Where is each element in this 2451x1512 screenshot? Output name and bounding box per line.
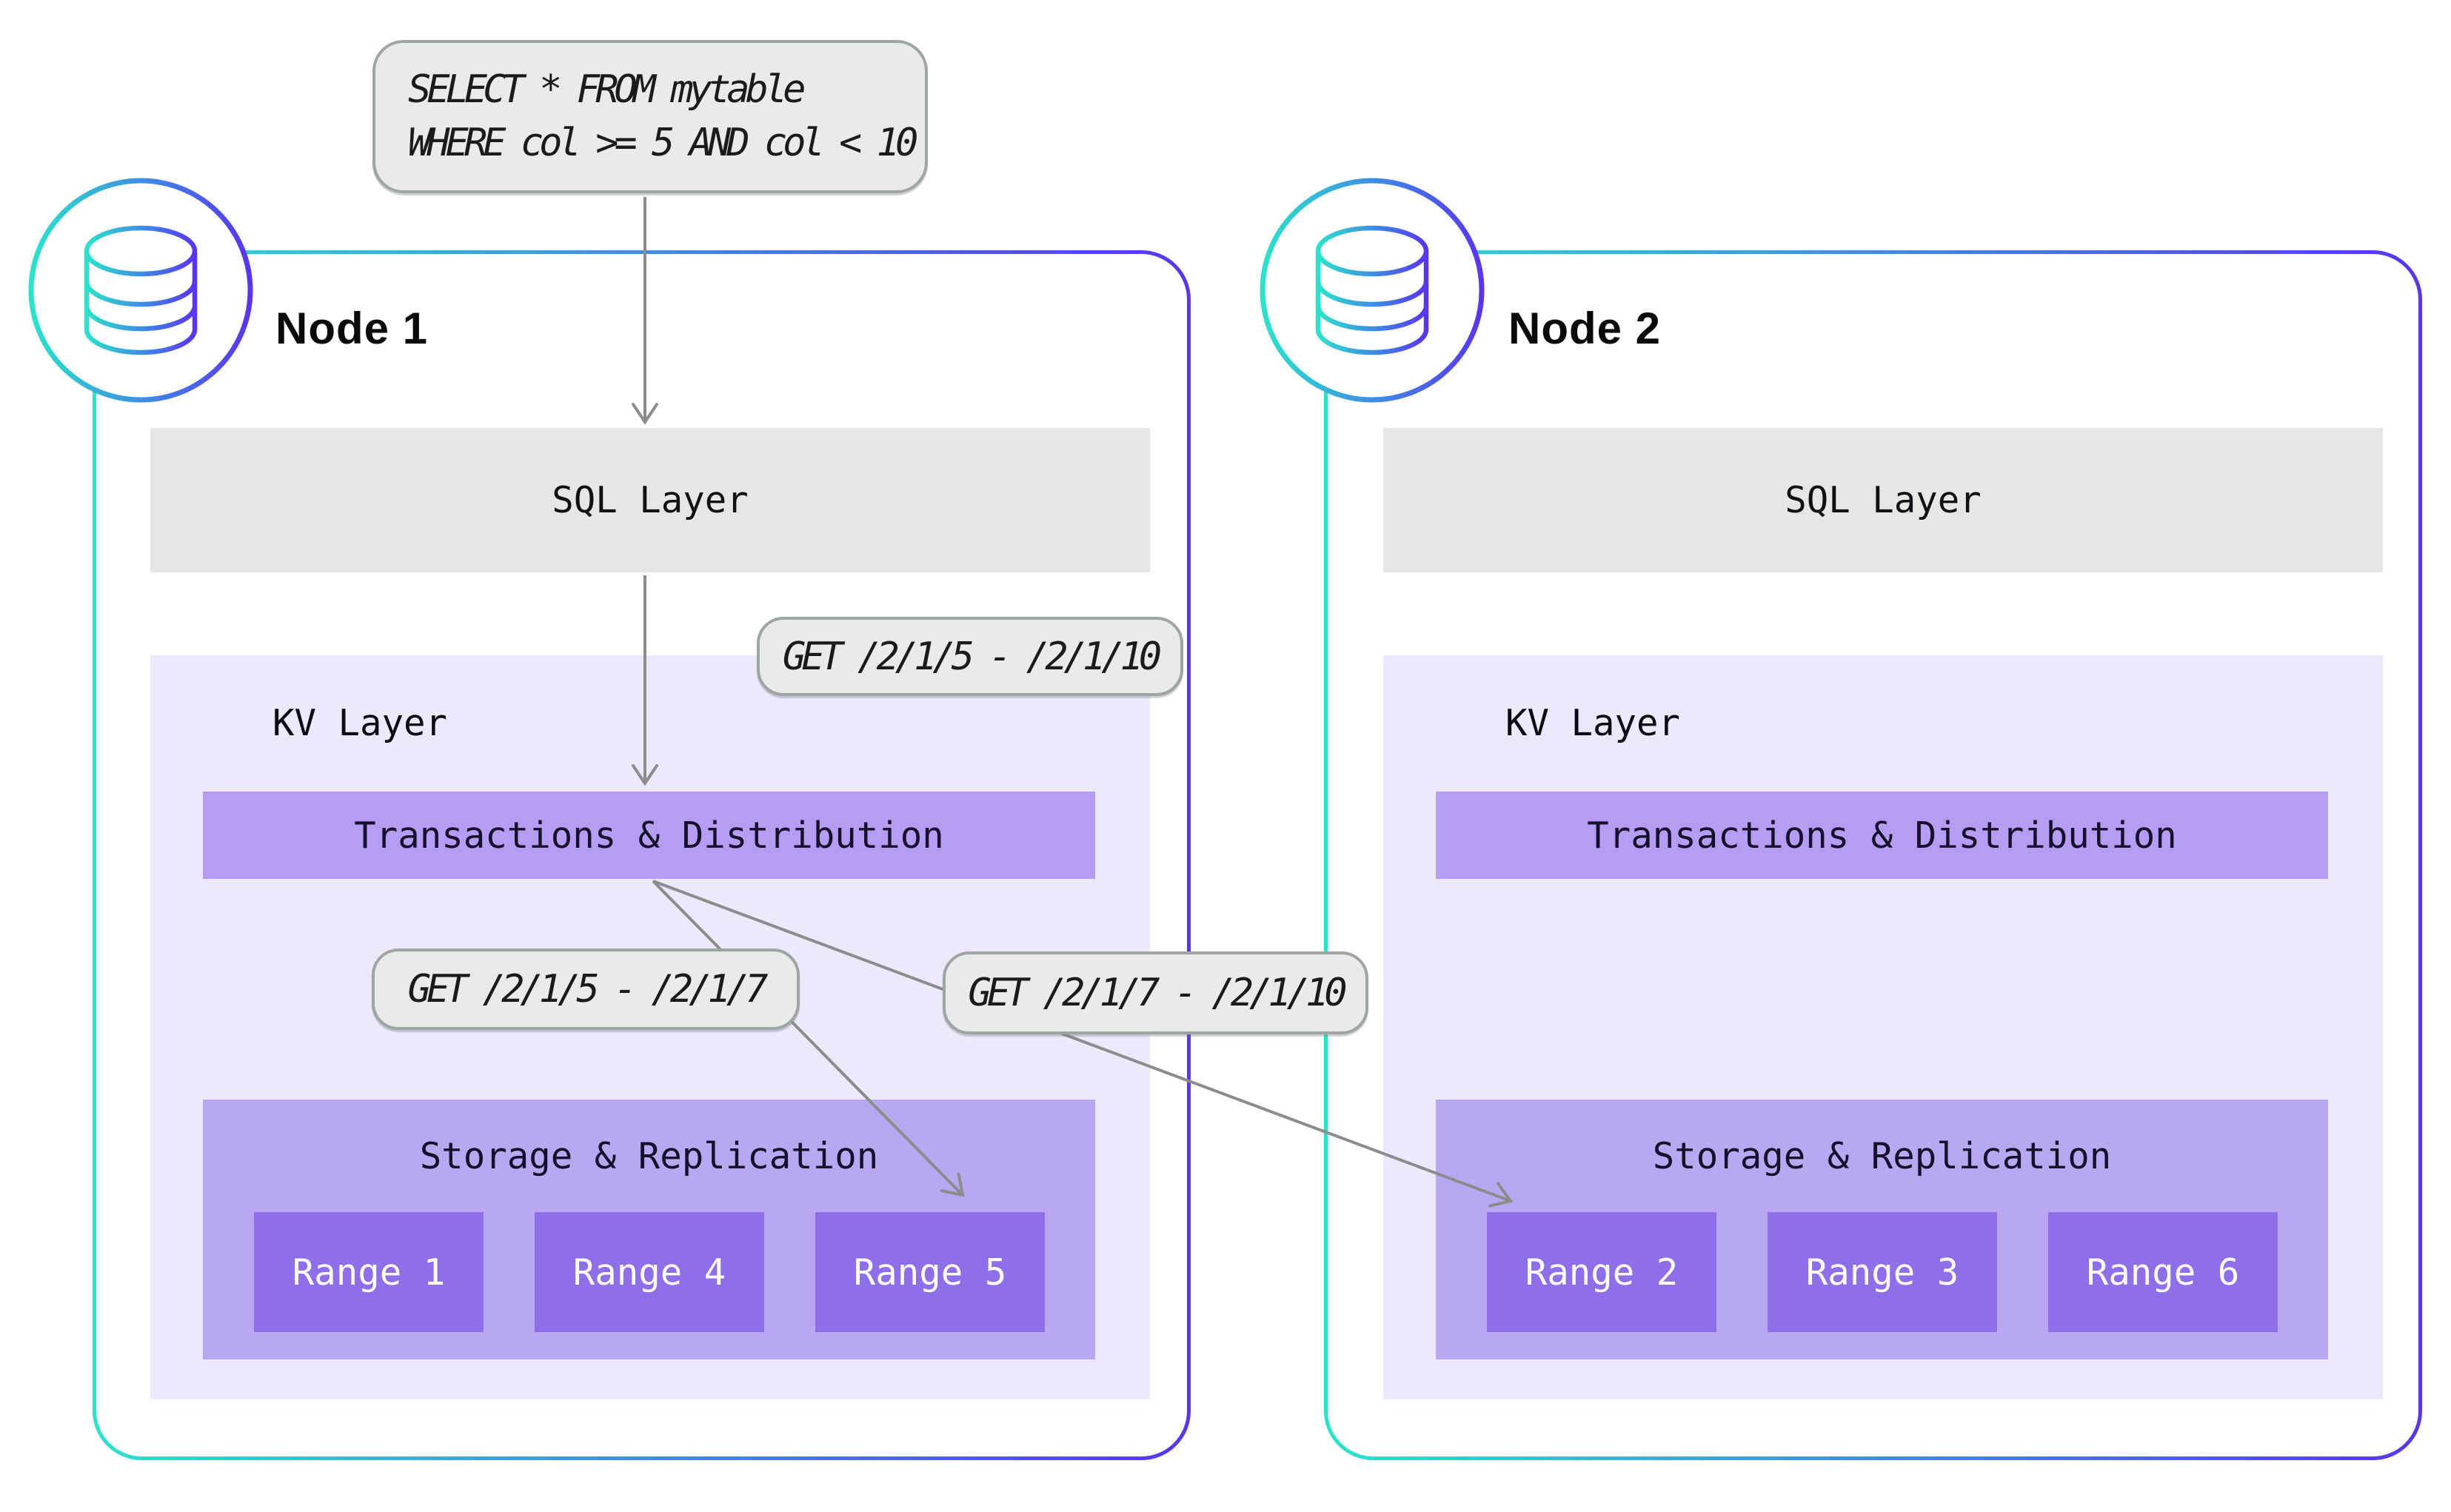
node2-range-3: Range 3 [1768,1212,1997,1332]
sql-query-callout: SELECT * FROM mytable WHERE col >= 5 AND… [372,40,928,193]
node1-storage-replication-box: Storage & Replication Range 1 Range 4 Ra… [203,1100,1095,1359]
node1-kv-layer-label: KV Layer [272,702,448,744]
node2-title: Node 2 [1508,304,1662,353]
get-left-split-callout: GET /2/1/5 - /2/1/7 [372,949,800,1030]
node2-sql-layer-box: SQL Layer [1383,428,2383,572]
sql-query-line2: WHERE col >= 5 AND col < 10 [408,120,918,165]
get-full-range-callout: GET /2/1/5 - /2/1/10 [757,617,1183,696]
node1-range-5: Range 5 [815,1212,1045,1332]
node1-title: Node 1 [275,304,429,353]
node1-storage-replication-label: Storage & Replication [419,1135,879,1177]
node1-transactions-distribution-box: Transactions & Distribution [203,792,1095,879]
node2-kv-layer-label: KV Layer [1505,702,1681,744]
node1-database-icon [28,178,253,403]
get-right-split-callout: GET /2/1/7 - /2/1/10 [943,951,1368,1034]
sql-query-line1: SELECT * FROM mytable [408,67,806,112]
node2-storage-replication-box: Storage & Replication Range 2 Range 3 Ra… [1436,1100,2328,1359]
node1-range-4: Range 4 [535,1212,764,1332]
node1-sql-layer-box: SQL Layer [150,428,1150,572]
node1-range-1: Range 1 [254,1212,484,1332]
node2-range-2: Range 2 [1487,1212,1716,1332]
node2-transactions-distribution-box: Transactions & Distribution [1436,792,2328,879]
node2-storage-replication-label: Storage & Replication [1652,1135,2112,1177]
node2-range-6: Range 6 [2048,1212,2278,1332]
node2-database-icon [1260,178,1485,403]
